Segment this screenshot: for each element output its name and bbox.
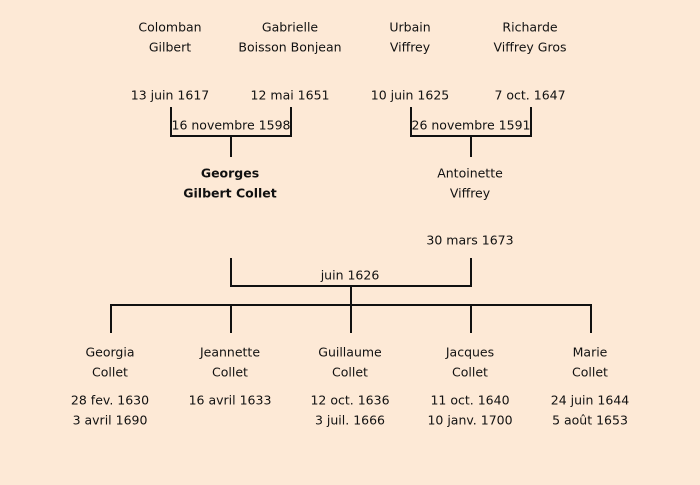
connector-line xyxy=(290,107,292,137)
parent-date: 30 mars 1673 xyxy=(426,232,514,248)
child-birth-date: 11 oct. 1640 xyxy=(430,392,510,408)
grandparent-date: 7 oct. 1647 xyxy=(494,87,566,103)
grandparent-last-name: Viffrey xyxy=(389,39,431,55)
parent-last-name: Viffrey xyxy=(449,185,491,201)
grandparent-last-name: Viffrey Gros xyxy=(493,39,567,55)
parent-first-name: Antoinette xyxy=(437,165,503,181)
parent-first-name: Georges xyxy=(200,165,260,181)
connector-line xyxy=(590,304,592,333)
child-birth-date: 24 juin 1644 xyxy=(550,392,630,408)
marriage-date: 16 novembre 1598 xyxy=(171,117,291,133)
child-birth-date: 12 oct. 1636 xyxy=(310,392,390,408)
child-birth-date: 28 fev. 1630 xyxy=(70,392,150,408)
child-first-name: Georgia xyxy=(85,344,135,360)
child-last-name: Collet xyxy=(212,364,248,380)
connector-line xyxy=(230,258,232,287)
grandparent-last-name: Gilbert xyxy=(148,39,192,55)
child-last-name: Collet xyxy=(332,364,368,380)
grandparent-date: 13 juin 1617 xyxy=(130,87,210,103)
connector-line xyxy=(170,107,172,137)
connector-line xyxy=(470,304,472,333)
grandparent-date: 10 juin 1625 xyxy=(370,87,450,103)
child-death-date: 10 janv. 1700 xyxy=(427,412,513,428)
child-first-name: Marie xyxy=(572,344,608,360)
grandparent-first-name: Richarde xyxy=(502,19,558,35)
connector-line xyxy=(470,258,472,287)
grandparent-first-name: Colomban xyxy=(138,19,202,35)
child-first-name: Jacques xyxy=(445,344,495,360)
child-death-date: 3 juil. 1666 xyxy=(314,412,386,428)
connector-line xyxy=(110,304,112,333)
connector-line xyxy=(530,107,532,137)
connector-line xyxy=(230,304,232,333)
connector-line xyxy=(410,107,412,137)
child-last-name: Collet xyxy=(452,364,488,380)
child-death-date: 3 avril 1690 xyxy=(72,412,148,428)
child-first-name: Guillaume xyxy=(318,344,382,360)
child-death-date: 5 août 1653 xyxy=(552,412,628,428)
connector-line xyxy=(350,304,352,333)
child-first-name: Jeannette xyxy=(199,344,261,360)
grandparent-first-name: Gabrielle xyxy=(261,19,319,35)
child-last-name: Collet xyxy=(92,364,128,380)
child-last-name: Collet xyxy=(572,364,608,380)
grandparent-date: 12 mai 1651 xyxy=(250,87,330,103)
parent-last-name: Gilbert Collet xyxy=(183,185,277,201)
connector-line xyxy=(230,135,232,157)
child-birth-date: 16 avril 1633 xyxy=(188,392,272,408)
connector-line xyxy=(470,135,472,157)
marriage-date: juin 1626 xyxy=(320,267,380,283)
grandparent-first-name: Urbain xyxy=(389,19,431,35)
grandparent-last-name: Boisson Bonjean xyxy=(238,39,342,55)
marriage-date: 26 novembre 1591 xyxy=(411,117,531,133)
connector-line xyxy=(350,285,352,306)
